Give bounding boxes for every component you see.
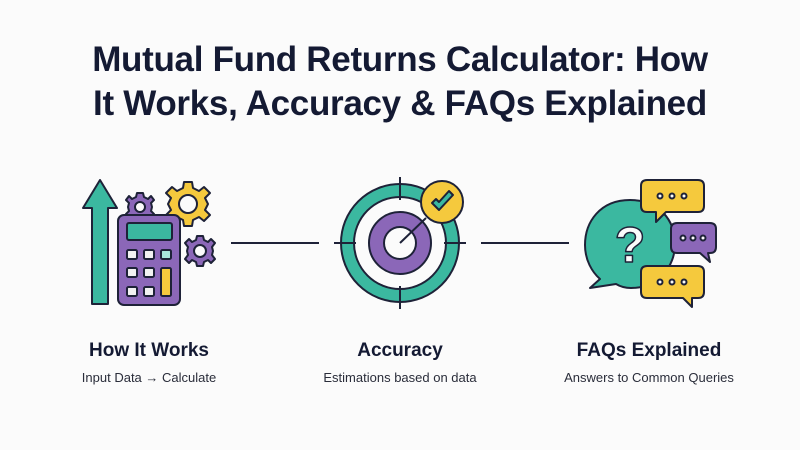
section-heading: Accuracy: [357, 340, 443, 361]
title-line-1: Mutual Fund Returns Calculator: How: [92, 40, 708, 79]
page-title: Mutual Fund Returns Calculator: How It W…: [0, 38, 800, 126]
title-line-2: It Works, Accuracy & FAQs Explained: [93, 84, 707, 123]
svg-text:?: ?: [615, 217, 646, 273]
calculator-growth-icon: [82, 179, 216, 306]
section-faqs-explained: FAQs Explained Answers to Common Queries: [519, 339, 779, 387]
section-heading: FAQs Explained: [576, 340, 722, 361]
section-heading: How It Works: [89, 340, 209, 361]
section-how-it-works: How It Works Input Data → Calculate: [19, 339, 279, 387]
connector-line-right: [481, 242, 569, 244]
faq-chat-icon: ?: [584, 179, 717, 308]
section-accuracy: Accuracy Estimations based on data: [270, 339, 530, 387]
section-caption: Input Data → Calculate: [81, 370, 217, 385]
connector-line-left: [231, 242, 319, 244]
section-caption: Estimations based on data: [323, 370, 477, 385]
section-caption: Answers to Common Queries: [564, 370, 734, 385]
target-check-icon: [334, 177, 466, 309]
